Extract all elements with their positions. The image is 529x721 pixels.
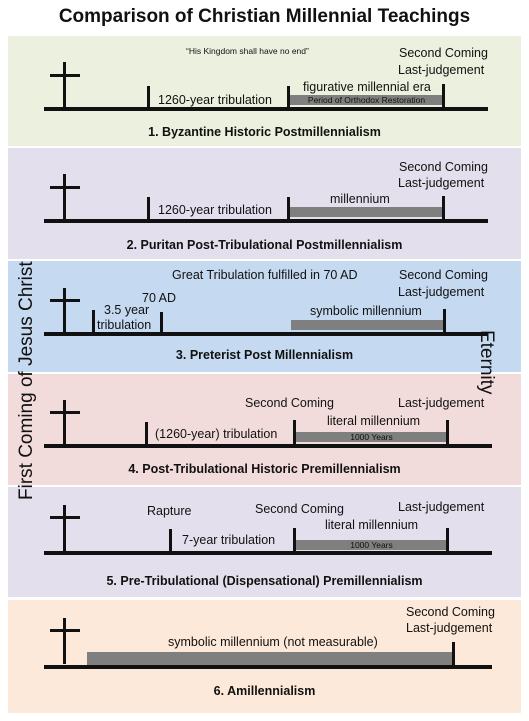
tribulation-text: 3.5 year xyxy=(104,303,150,317)
timeline-line xyxy=(44,107,488,111)
cross-icon xyxy=(63,400,66,446)
band-byzantine xyxy=(8,36,521,146)
bar-text: Period of Orthodox Restoration xyxy=(307,95,426,105)
last-judgement-text: Last-judgement xyxy=(398,500,485,514)
band-puritan xyxy=(8,148,521,259)
cross-arm xyxy=(50,186,80,189)
last-judgement-text: Last-judgement xyxy=(398,396,485,410)
cross-icon xyxy=(63,618,66,664)
tick-second-coming xyxy=(293,528,296,552)
cross-arm xyxy=(50,516,80,519)
tribulation-text: 7-year tribulation xyxy=(182,533,276,547)
tick-second-coming xyxy=(452,642,455,666)
tick-last-judgement xyxy=(446,528,449,552)
rapture-text: Rapture xyxy=(147,504,192,518)
era-text: literal millennium xyxy=(325,518,419,532)
literal-millennium-bar: 1000 Years xyxy=(295,540,448,550)
cross-icon xyxy=(63,174,66,220)
tick-tribulation-start xyxy=(92,310,95,333)
era-text: symbolic millennium (not measurable) xyxy=(168,635,378,649)
cross-arm xyxy=(50,74,80,77)
fulfilled-text: Great Tribulation fulfilled in 70 AD xyxy=(172,268,358,282)
panel-label: 6. Amillennialism xyxy=(213,684,316,698)
orthodox-restoration-bar: Period of Orthodox Restoration xyxy=(289,95,444,105)
tick-millennium-start xyxy=(287,86,290,108)
second-coming-text: Second Coming xyxy=(255,502,344,516)
era-text: millennium xyxy=(330,192,390,206)
tick-tribulation-start xyxy=(145,422,148,445)
tick-last-judgement xyxy=(446,420,449,445)
era-text: figurative millennial era xyxy=(303,80,431,94)
page-title: Comparison of Christian Millennial Teach… xyxy=(58,6,471,27)
cross-arm xyxy=(50,629,80,632)
era-text: symbolic millennium xyxy=(310,304,422,318)
tribulation-text: 1260-year tribulation xyxy=(158,93,272,107)
tick-70ad xyxy=(160,312,163,333)
eternity-label: Eternity xyxy=(476,330,497,395)
last-judgement-text: Last-judgement xyxy=(406,621,493,635)
timeline-line xyxy=(44,332,488,336)
bar-text: 1000 Years xyxy=(350,432,393,442)
millennium-bar xyxy=(289,207,444,217)
cross-icon xyxy=(63,62,66,108)
second-coming-text: Second Coming xyxy=(399,160,488,174)
panel-label: 5. Pre-Tribulational (Dispensational) Pr… xyxy=(106,574,423,588)
panel-label: 4. Post-Tribulational Historic Premillen… xyxy=(128,462,401,476)
panel-label: 3. Preterist Post Millennialism xyxy=(175,348,354,362)
second-coming-text: Second Coming xyxy=(245,396,334,410)
timeline-line xyxy=(44,219,488,223)
second-coming-text: Second Coming xyxy=(399,46,488,60)
tribulation-text: tribulation xyxy=(97,318,152,332)
tick-tribulation-start xyxy=(147,197,150,220)
tick-millennium-start xyxy=(287,197,290,220)
cross-arm xyxy=(50,299,80,302)
timeline-line xyxy=(44,665,492,669)
tick-second-coming xyxy=(442,196,445,220)
timeline-line xyxy=(44,551,492,555)
tick-second-coming xyxy=(443,309,446,333)
cross-arm xyxy=(50,411,80,414)
tick-tribulation-start xyxy=(147,86,150,108)
last-judgement-text: Last-judgement xyxy=(398,176,485,190)
tick-second-coming xyxy=(442,84,445,108)
ad70-text: 70 AD xyxy=(142,291,177,305)
first-coming-label: First Coming of Jesus Christ xyxy=(16,261,37,500)
symbolic-millennium-bar xyxy=(87,652,453,665)
literal-millennium-bar: 1000 Years xyxy=(295,432,448,442)
tick-second-coming xyxy=(293,420,296,445)
timeline-line xyxy=(44,444,492,448)
panel-label: 2. Puritan Post-Tribulational Postmillen… xyxy=(126,238,403,252)
era-text: literal millennium xyxy=(327,414,421,428)
tick-rapture xyxy=(169,529,172,552)
tribulation-text: 1260-year tribulation xyxy=(158,203,272,217)
tribulation-text: (1260-year) tribulation xyxy=(155,427,278,441)
last-judgement-text: Last-judgement xyxy=(398,285,485,299)
panel-label: 1. Byzantine Historic Postmillennialism xyxy=(148,125,381,139)
symbolic-millennium-bar xyxy=(291,320,446,330)
cross-icon xyxy=(63,505,66,551)
cross-icon xyxy=(63,288,66,334)
second-coming-text: Second Coming xyxy=(399,268,488,282)
second-coming-text: Second Coming xyxy=(406,605,495,619)
last-judgement-text: Last-judgement xyxy=(398,63,485,77)
band-historic-premillennialism xyxy=(8,374,521,485)
bar-text: 1000 Years xyxy=(350,540,393,550)
quote-text: “His Kingdom shall have no end” xyxy=(186,46,309,56)
